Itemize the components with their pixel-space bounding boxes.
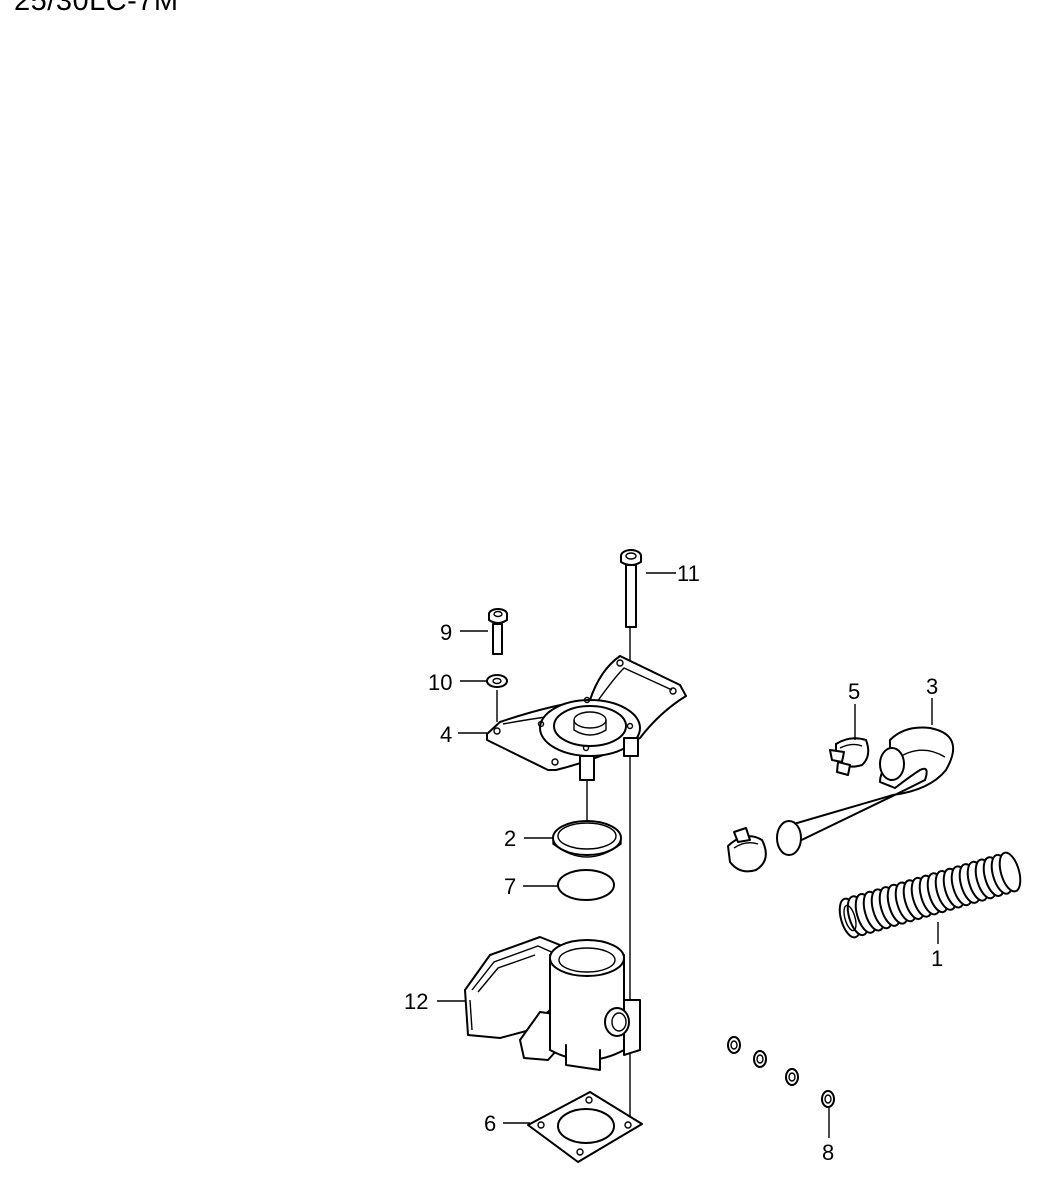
part-9-short-bolt[interactable] (488, 608, 508, 655)
callout-11: 11 (677, 561, 700, 586)
part-5-hose-clamp[interactable] (829, 737, 870, 776)
part-6-gasket[interactable] (527, 1091, 643, 1163)
callout-1: 1 (931, 946, 943, 971)
part-4-cover-plate[interactable] (486, 655, 687, 781)
callout-12: 12 (404, 989, 428, 1014)
callout-6: 6 (484, 1111, 496, 1136)
callout-7: 7 (504, 874, 516, 899)
callout-4: 4 (440, 722, 452, 747)
callout-2: 2 (504, 826, 516, 851)
callout-8: 8 (822, 1140, 834, 1165)
callout-9: 9 (440, 620, 452, 645)
part-3-hose[interactable] (776, 726, 955, 856)
callout-3: 3 (926, 674, 938, 699)
part-11-long-bolt[interactable] (620, 549, 642, 628)
part-8-small-rings[interactable] (727, 1036, 835, 1108)
callout-5: 5 (848, 679, 860, 704)
callout-10: 10 (428, 670, 452, 695)
part-12-thermostat-housing[interactable] (464, 936, 641, 1071)
part-1-spring[interactable] (836, 850, 1024, 939)
part-7-o-ring[interactable] (557, 869, 615, 901)
diagram-title: 25/30LC-7M (14, 0, 179, 17)
part-10-washer[interactable] (486, 674, 508, 688)
part-5-hose-clamp-2[interactable] (727, 827, 767, 873)
part-2-seal-ring[interactable] (552, 820, 622, 858)
